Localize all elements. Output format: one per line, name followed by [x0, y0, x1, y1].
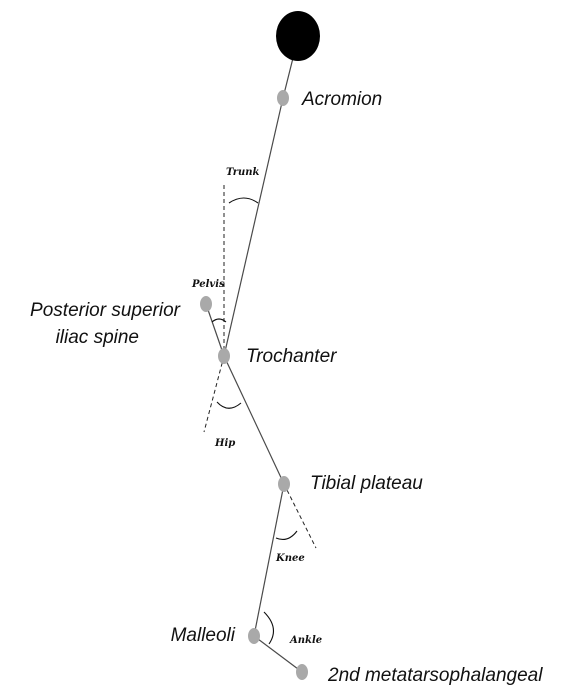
knee-extension-reference-line — [283, 483, 317, 549]
shank-segment — [253, 483, 285, 637]
psis-label-line2: iliac spine — [56, 327, 139, 348]
hip-angle-label: Hip — [214, 438, 235, 449]
ankle-angle-arc — [263, 611, 275, 645]
hip-angle-arc — [216, 401, 242, 409]
tibial-plateau-label: Tibial plateau — [310, 473, 423, 494]
head-shape — [276, 11, 320, 61]
trunk-segment — [223, 97, 284, 357]
pelvis-angle-arc — [211, 318, 227, 323]
trochanter-marker — [218, 348, 230, 364]
acromion-label: Acromion — [301, 89, 382, 110]
thigh-segment — [223, 355, 285, 485]
foot-segment — [253, 635, 303, 673]
ankle-angle-label: Ankle — [289, 635, 322, 646]
metatarsophalangeal-marker — [296, 664, 308, 680]
trunk-angle-arc — [228, 197, 259, 204]
psis-marker — [200, 296, 212, 312]
tibial-plateau-marker — [278, 476, 290, 492]
malleoli-marker — [248, 628, 260, 644]
trunk-angle-label: Trunk — [226, 167, 260, 178]
trochanter-label: Trochanter — [246, 346, 337, 367]
knee-angle-arc — [275, 530, 298, 540]
malleoli-label: Malleoli — [171, 625, 236, 646]
pelvis-segment — [205, 303, 225, 357]
metatarsophalangeal-label: 2nd metatarsophalangeal — [327, 665, 543, 686]
hip-extension-reference-line — [203, 355, 225, 433]
knee-angle-label: Knee — [275, 553, 305, 564]
acromion-marker — [277, 90, 289, 106]
psis-label-line1: Posterior superior — [30, 300, 181, 321]
pelvis-angle-label: Pelvis — [191, 279, 225, 290]
